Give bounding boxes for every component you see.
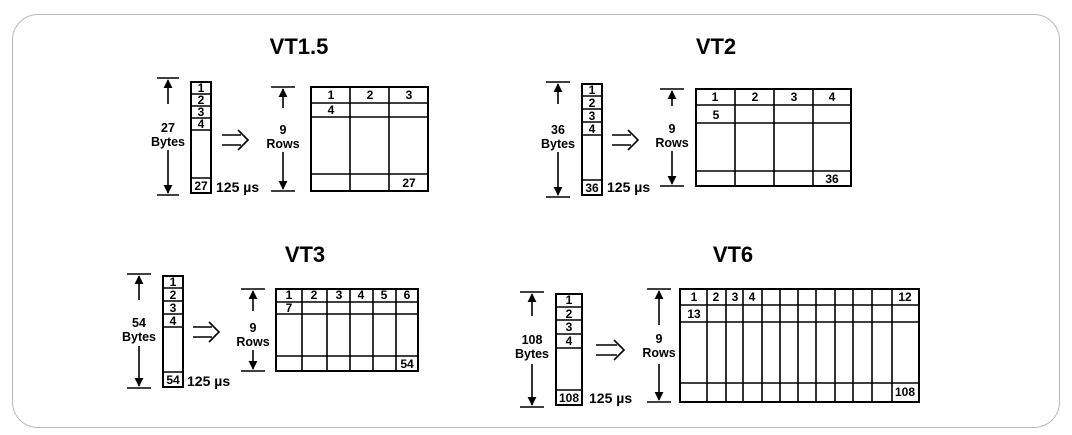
vt6-grid-header-3: 3 xyxy=(732,290,739,304)
vt3-time-unit: µs xyxy=(214,373,230,389)
vt3-grid-header-1: 1 xyxy=(286,288,293,302)
vt2-time-value: 125 xyxy=(607,179,631,195)
vt2-grid-last: 36 xyxy=(825,172,839,186)
vt15-column-byte-4: 4 xyxy=(198,117,205,131)
vt2-bytes-label: Bytes xyxy=(541,137,575,151)
vt6-bytes-label: Bytes xyxy=(515,347,549,361)
vt6-column-byte-1: 1 xyxy=(566,293,573,307)
vt6-transform-arrow xyxy=(596,339,626,361)
vt3-title: VT3 xyxy=(285,242,325,267)
vt6-diagram: VT6 108 Bytes 1 2 3 4 108 125 µs 9 Rows xyxy=(515,242,920,408)
vt15-column-byte-2: 2 xyxy=(198,93,205,107)
vt3-bytes-label: Bytes xyxy=(122,330,156,344)
vt3-column-byte-4: 4 xyxy=(170,314,177,328)
vt3-bytes-count: 54 xyxy=(132,316,146,330)
vt2-grid-header-3: 3 xyxy=(791,90,798,104)
vt6-rows-count: 9 xyxy=(656,332,663,346)
vt3-grid-row2-first: 7 xyxy=(286,301,293,315)
vt15-transform-arrow xyxy=(222,129,250,151)
vt3-column-byte-last: 54 xyxy=(166,373,180,387)
vt6-grid xyxy=(679,288,920,403)
vt2-grid-header-1: 1 xyxy=(712,90,719,104)
vt2-diagram: VT2 36 Bytes 1 2 3 4 36 125 µs 9 Rows 1 … xyxy=(541,34,852,198)
vt2-rows-count: 9 xyxy=(669,122,676,136)
vt3-grid-header-3: 3 xyxy=(336,288,343,302)
vt6-grid-header-2: 2 xyxy=(713,290,720,304)
vt3-rows-label: Rows xyxy=(236,335,269,349)
vt3-time-label: 125 µs xyxy=(187,373,230,389)
vt6-grid-header-4: 4 xyxy=(749,290,756,304)
vt15-bytes-label: Bytes xyxy=(151,135,185,149)
vt3-grid-header-6: 6 xyxy=(404,288,411,302)
vt2-column-byte-2: 2 xyxy=(589,96,596,110)
vt6-title: VT6 xyxy=(713,242,753,267)
vt3-transform-arrow xyxy=(193,321,221,343)
vt15-grid-header-1: 1 xyxy=(328,88,335,102)
vt3-byte-column xyxy=(162,275,184,388)
vt15-time-value: 125 xyxy=(216,179,240,195)
vt3-diagram: VT3 54 Bytes 1 2 3 4 54 125 µs 9 Rows xyxy=(122,242,419,389)
vt6-byte-column xyxy=(555,293,583,406)
vt2-column-byte-1: 1 xyxy=(589,83,596,97)
vt2-grid-header-4: 4 xyxy=(829,90,836,104)
vt6-bytes-count: 108 xyxy=(522,333,543,347)
vt15-grid-header-2: 2 xyxy=(367,88,374,102)
vt6-time-unit: µs xyxy=(616,390,632,406)
vt15-diagram: VT1.5 27 Bytes 1 2 3 4 27 125 µs 9 Rows xyxy=(151,34,429,196)
vt2-transform-arrow xyxy=(612,129,640,151)
vt3-grid-last: 54 xyxy=(400,357,414,371)
vt2-grid-header-2: 2 xyxy=(752,90,759,104)
vt6-column-byte-4: 4 xyxy=(566,334,573,348)
vt15-title: VT1.5 xyxy=(270,34,329,59)
vt2-title: VT2 xyxy=(696,34,736,59)
vt15-grid-last: 27 xyxy=(402,176,416,190)
vt2-column-byte-last: 36 xyxy=(585,181,599,195)
vt2-column-byte-3: 3 xyxy=(589,109,596,123)
vt2-time-label: 125 µs xyxy=(607,179,650,195)
vt15-column-byte-last: 27 xyxy=(194,179,208,193)
vt2-column-byte-4: 4 xyxy=(589,122,596,136)
vt6-column-byte-2: 2 xyxy=(566,307,573,321)
vt6-grid-row2-first: 13 xyxy=(687,307,701,321)
vt3-time-value: 125 xyxy=(187,373,211,389)
vt3-grid-header-2: 2 xyxy=(311,288,318,302)
vt15-rows-count: 9 xyxy=(280,123,287,137)
vt2-time-unit: µs xyxy=(634,179,650,195)
vt6-grid-header-12: 12 xyxy=(898,290,912,304)
vt15-grid-row2-first: 4 xyxy=(328,103,335,117)
vt3-grid-header-4: 4 xyxy=(358,288,365,302)
vt2-grid-row2-first: 5 xyxy=(713,108,720,122)
vt15-time-unit: µs xyxy=(243,179,259,195)
vt6-column-byte-3: 3 xyxy=(566,320,573,334)
vt15-byte-column xyxy=(190,81,212,194)
vt15-column-byte-1: 1 xyxy=(198,81,205,95)
diagram-frame xyxy=(12,14,1060,428)
vt3-column-byte-3: 3 xyxy=(170,301,177,315)
vt3-rows-count: 9 xyxy=(250,321,257,335)
vt15-bytes-count: 27 xyxy=(161,121,175,135)
vt6-time-label: 125 µs xyxy=(589,390,632,406)
vt6-column-byte-last: 108 xyxy=(559,391,579,405)
vt6-rows-label: Rows xyxy=(642,346,675,360)
vt3-grid-header-5: 5 xyxy=(381,288,388,302)
vt3-column-byte-2: 2 xyxy=(170,288,177,302)
vt6-time-value: 125 xyxy=(589,390,613,406)
vt6-grid-last: 108 xyxy=(895,385,915,399)
vt2-bytes-count: 36 xyxy=(551,123,565,137)
vt6-grid-header-1: 1 xyxy=(691,290,698,304)
vt2-byte-column xyxy=(581,83,603,196)
vt15-rows-label: Rows xyxy=(266,137,299,151)
vt15-column-byte-3: 3 xyxy=(198,105,205,119)
vt15-grid-header-3: 3 xyxy=(406,88,413,102)
vt15-time-label: 125 µs xyxy=(216,179,259,195)
vt3-column-byte-1: 1 xyxy=(170,275,177,289)
vt2-rows-label: Rows xyxy=(655,136,688,150)
